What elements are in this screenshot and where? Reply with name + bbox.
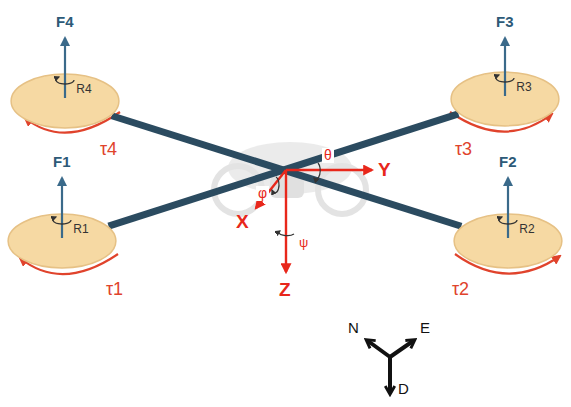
y-axis-arrow [286, 169, 372, 171]
thrust-arrow [507, 178, 509, 238]
rotor-label: R2 [519, 223, 534, 236]
axis-label: θ [322, 148, 334, 163]
yaw-arrow [279, 231, 294, 236]
east-arm [390, 341, 413, 357]
compass-label: E [420, 320, 430, 337]
thrust-arrow [61, 178, 63, 238]
torque-label: τ4 [100, 140, 117, 160]
down-arm [388, 357, 392, 392]
compass-label: N [348, 320, 359, 337]
axis-label: X [236, 212, 249, 233]
force-label: F4 [56, 14, 74, 31]
force-label: F2 [499, 154, 517, 171]
axis-label: Y [378, 160, 391, 181]
x-axis-arrow [256, 170, 286, 208]
spin-arrow [56, 77, 74, 84]
thrust-arrow [64, 38, 66, 98]
torque-label: τ2 [452, 280, 469, 300]
roll-arrow [272, 177, 279, 193]
torque-label: τ3 [455, 140, 472, 160]
body-axes [256, 170, 372, 272]
axis-label: Z [279, 280, 291, 301]
force-label: F3 [496, 14, 514, 31]
north-arm [368, 341, 390, 357]
compass-label: D [398, 381, 409, 398]
force-label: F1 [53, 154, 71, 171]
spin-arrow [499, 217, 517, 224]
drone-arm [109, 114, 459, 226]
pitch-arrow [314, 163, 320, 179]
rotor-label: R1 [73, 223, 88, 236]
axis-label: ψ [297, 236, 310, 250]
axis-label: φ [256, 186, 269, 201]
z-axis-arrow [285, 170, 287, 272]
torque-label: τ1 [106, 280, 123, 300]
thrust-arrow [504, 38, 506, 96]
rotor-label: R3 [516, 81, 531, 94]
spin-arrow [53, 217, 71, 224]
rotor-label: R4 [76, 83, 91, 96]
rotation-icons [272, 163, 320, 236]
spin-arrow [496, 75, 514, 82]
